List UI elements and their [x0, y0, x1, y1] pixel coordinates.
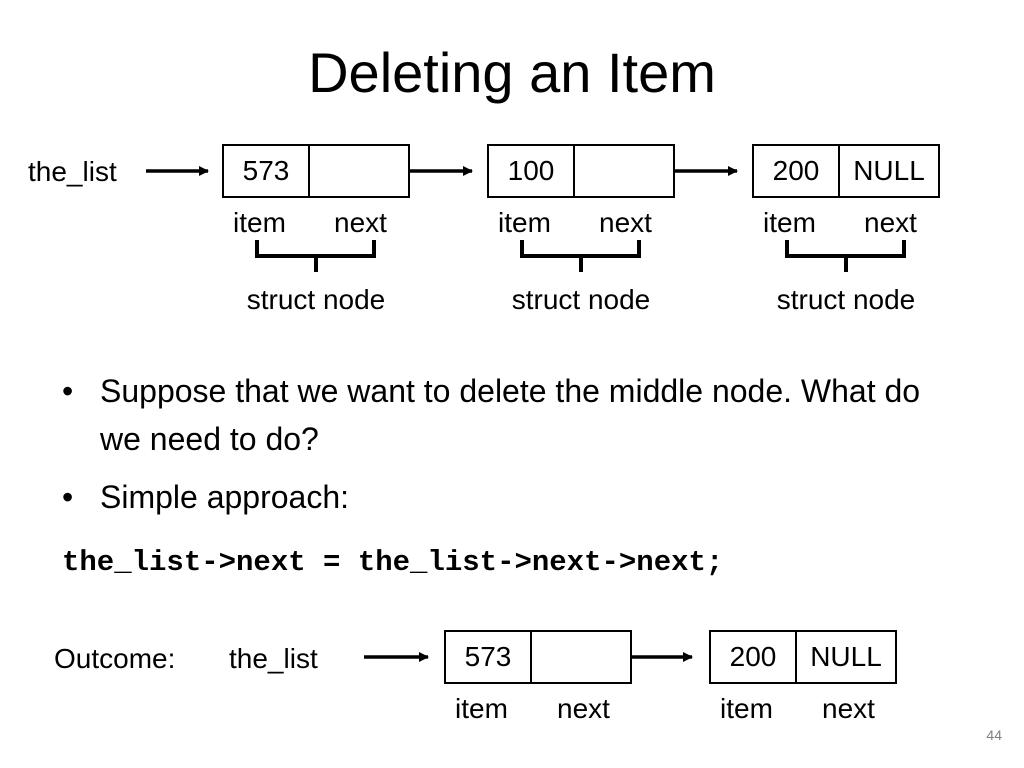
- slide-title: Deleting an Item: [308, 41, 716, 104]
- node-3-next-label: next: [864, 207, 917, 238]
- node-3-item-label: item: [763, 207, 816, 238]
- bullet-dot: •: [62, 479, 74, 515]
- outcome-caption: Outcome:: [54, 643, 176, 674]
- page-number: 44: [986, 727, 1002, 743]
- node-2-next-label: next: [599, 207, 652, 238]
- struct-node-label-1: struct node: [246, 284, 386, 315]
- outcome-node-2-item-label: item: [720, 693, 773, 724]
- outcome-node-2-next-label: next: [822, 693, 875, 724]
- bullet-list: • Suppose that we want to delete the mid…: [60, 367, 960, 521]
- node-3-next-cell: NULL: [838, 144, 940, 198]
- node-3-item-cell: 200: [752, 144, 840, 198]
- node-2-item-cell: 100: [487, 144, 575, 198]
- node-2-item-label: item: [498, 207, 551, 238]
- struct-brace-3: [785, 240, 906, 272]
- node-1-next-label: next: [334, 207, 387, 238]
- struct-node-label-3: struct node: [776, 284, 916, 315]
- outcome-node-1-next-cell: [530, 630, 632, 684]
- bullet-item: • Simple approach:: [60, 473, 960, 521]
- struct-brace-1: [255, 240, 376, 272]
- bullet-text: Suppose that we want to delete the middl…: [100, 373, 921, 457]
- struct-node-label-2: struct node: [511, 284, 651, 315]
- bullet-item: • Suppose that we want to delete the mid…: [60, 367, 960, 463]
- bullet-dot: •: [62, 373, 74, 409]
- outcome-node-1-item-label: item: [455, 693, 508, 724]
- node-1-item-cell: 573: [222, 144, 310, 198]
- bullet-text: Simple approach:: [100, 479, 350, 515]
- outcome-node-1-next-label: next: [557, 693, 610, 724]
- node-1-next-cell: [308, 144, 410, 198]
- node-1-item-label: item: [233, 207, 286, 238]
- outcome-node-2-next-cell: NULL: [795, 630, 897, 684]
- outcome-node-1-item-cell: 573: [444, 630, 532, 684]
- node-2-next-cell: [573, 144, 675, 198]
- head-label: the_list: [28, 156, 117, 187]
- outcome-head-label: the_list: [229, 643, 318, 674]
- code-statement: the_list->next = the_list->next->next;: [62, 546, 724, 579]
- outcome-node-2-item-cell: 200: [709, 630, 797, 684]
- struct-brace-2: [520, 240, 641, 272]
